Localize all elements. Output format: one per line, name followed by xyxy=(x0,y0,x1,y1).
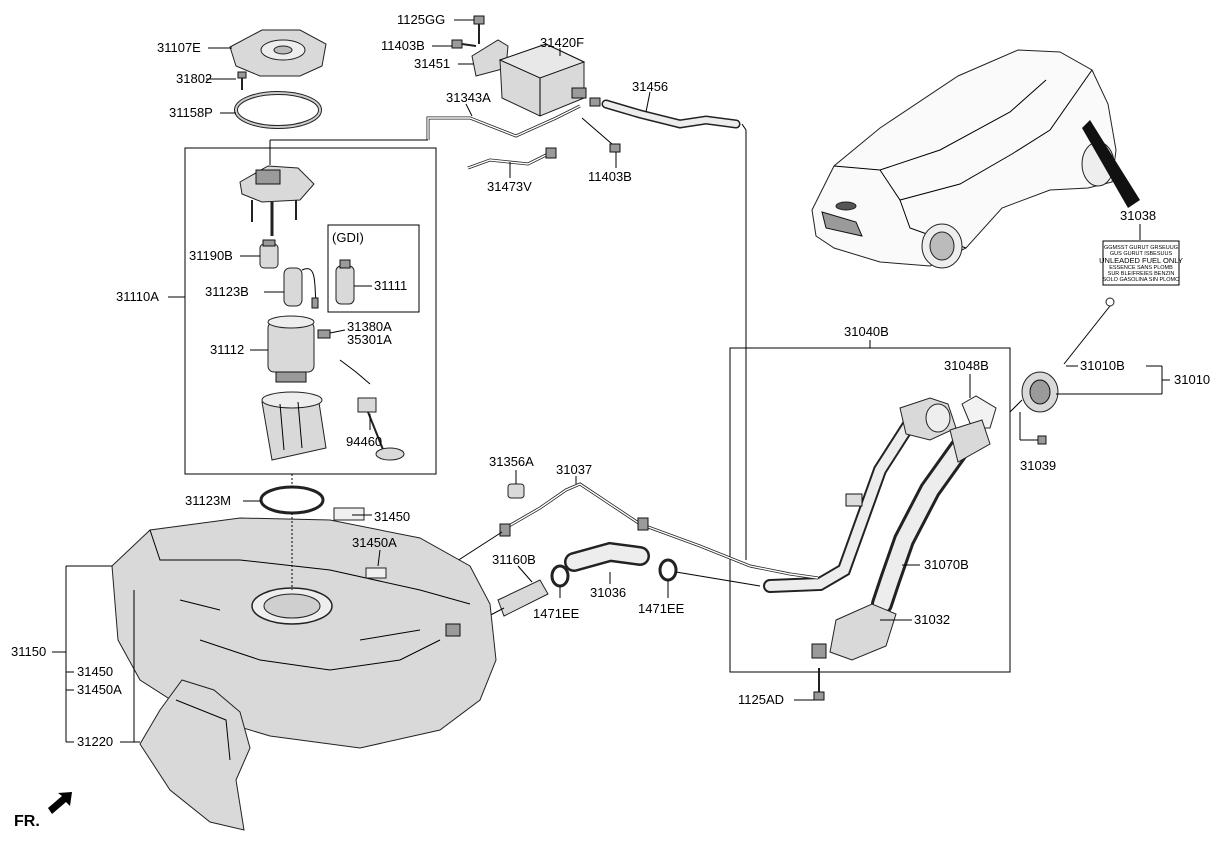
label-94460: 94460 xyxy=(346,434,382,449)
label-31343a: 31343A xyxy=(446,90,491,105)
label-31450a-top: 31450A xyxy=(352,535,397,550)
label-31450a-left: 31450A xyxy=(77,682,122,697)
label-31123m: 31123M xyxy=(185,493,231,508)
clip-31356a xyxy=(507,483,525,499)
vent-hose-31456 xyxy=(601,99,741,129)
label-31107e: 31107E xyxy=(157,40,201,55)
label-31220: 31220 xyxy=(77,734,113,749)
pump-flange xyxy=(239,140,315,236)
label-31450-top: 31450 xyxy=(374,509,410,524)
label-31112: 31112 xyxy=(210,342,244,357)
filter-31123b xyxy=(283,267,319,309)
label-31150: 31150 xyxy=(11,644,46,659)
label-31036: 31036 xyxy=(590,585,626,600)
sensor-31380a xyxy=(317,329,331,339)
gdi-option-box xyxy=(327,224,420,313)
fuel-cap-31010 xyxy=(1021,297,1115,413)
gasket-ring-31123m xyxy=(259,485,325,515)
protector-31160b xyxy=(497,579,549,617)
label-31040b: 31040B xyxy=(844,324,889,339)
label-11403b-mid: 11403B xyxy=(588,169,632,184)
label-31123b: 31123B xyxy=(205,284,249,299)
vent-line-31037 xyxy=(499,482,751,568)
label-1471ee-right: 1471EE xyxy=(638,601,685,616)
heat-protector-31220 xyxy=(139,679,251,831)
label-31037: 31037 xyxy=(556,462,592,477)
fuel-label-line1: GGMSST GURUT GRSEUUG xyxy=(1104,245,1178,251)
label-1125ad: 1125AD xyxy=(738,692,784,707)
label-31032: 31032 xyxy=(914,612,950,627)
clamp-1471ee-right xyxy=(658,558,678,582)
label-1471ee-left: 1471EE xyxy=(533,606,580,621)
fuel-label-line2: GUS GURUT ISBESUUS xyxy=(1110,251,1173,257)
fuel-label-line4: ESSENCE SANS PLOMB xyxy=(1109,265,1173,271)
label-31111: 31111 xyxy=(374,278,407,293)
label-31010: 31010 xyxy=(1174,372,1210,387)
fuel-label-31038: GGMSST GURUT GRSEUUG GUS GURUT ISBESUUS … xyxy=(1099,240,1183,286)
bolt-11403b-top xyxy=(451,39,477,49)
canister-31420f xyxy=(498,43,601,117)
bolt-1125gg xyxy=(473,15,485,44)
label-31420f: 31420F xyxy=(540,35,584,50)
label-gdi: (GDI) xyxy=(332,230,364,245)
bracket-31451 xyxy=(471,39,509,77)
plate-cover-31107e xyxy=(229,29,327,77)
fuel-label-line6: SOLO GASOLINA SIN PLOMO xyxy=(1103,277,1180,283)
screw-31039 xyxy=(1037,435,1047,445)
car-illustration xyxy=(811,49,1140,269)
clamp-1471ee-left xyxy=(550,564,570,588)
fuel-sender-94460 xyxy=(339,359,405,461)
label-31048b: 31048B xyxy=(944,358,989,373)
label-31451: 31451 xyxy=(414,56,450,71)
label-31110a: 31110A xyxy=(116,289,159,304)
inlet-hose-31036 xyxy=(564,541,650,572)
label-31473v: 31473V xyxy=(487,179,532,194)
vapor-line-31473v xyxy=(467,147,557,170)
label-31158p: 31158P xyxy=(169,105,213,120)
fuel-label-line5: SUR BLEIFREIES BENZIN xyxy=(1108,271,1175,277)
label-31070b: 31070B xyxy=(924,557,969,572)
label-31380a: 31380A xyxy=(347,319,392,334)
label-31802: 31802 xyxy=(176,71,212,86)
pump-31111 xyxy=(335,259,355,305)
reservoir-cup xyxy=(261,391,327,461)
fuel-label-line3: UNLEADED FUEL ONLY xyxy=(1099,256,1183,265)
filler-pipe-31070b xyxy=(871,419,991,615)
label-31039: 31039 xyxy=(1020,458,1056,473)
label-11403b-top: 11403B xyxy=(381,38,425,53)
bolt-31802 xyxy=(237,71,247,90)
regulator-31190b xyxy=(259,239,279,269)
bolt-1125ad xyxy=(813,668,825,701)
bolt-11403b-mid xyxy=(609,143,621,153)
label-1125gg: 1125GG xyxy=(397,12,445,27)
label-fr: FR. xyxy=(14,813,40,830)
label-31356a: 31356A xyxy=(489,454,534,469)
label-31190b: 31190B xyxy=(189,248,233,263)
label-31038: 31038 xyxy=(1120,208,1156,223)
filler-neck-31040b xyxy=(749,397,957,593)
packing-ring-31158p xyxy=(234,91,322,129)
label-35301a: 35301A xyxy=(347,332,392,347)
label-31010b: 31010B xyxy=(1080,358,1125,373)
fuel-pump-assembly-box xyxy=(184,147,437,475)
label-31450-left: 31450 xyxy=(77,664,113,679)
bracket-31032 xyxy=(811,603,897,661)
pump-31112 xyxy=(267,315,315,383)
arrow-left-down-icon xyxy=(48,792,72,814)
label-31456: 31456 xyxy=(632,79,668,94)
vapor-line-31343a xyxy=(426,104,581,140)
label-31160b: 31160B xyxy=(492,552,536,567)
